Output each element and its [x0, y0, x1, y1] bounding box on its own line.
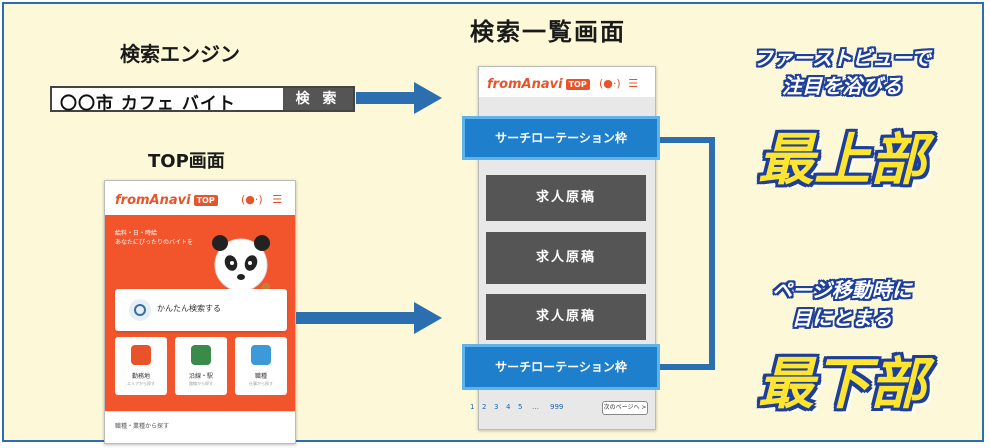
toggle-icon: (●·)	[241, 193, 263, 206]
tile-job-label: 職種	[254, 373, 267, 380]
list-menu-icon: ☰	[628, 77, 639, 90]
tile-line-sub: 路線から探す	[189, 381, 213, 386]
header-icons: (●·) ☰	[241, 193, 282, 206]
tile-line: 沿線・駅 路線から探す	[175, 337, 227, 395]
quick-search-card: かんたん検索する	[115, 289, 287, 331]
search-engine-bar: 〇〇市 カフェ バイト 検 索	[50, 86, 355, 114]
tile-area: 勤務地 エリアから探す	[115, 337, 167, 395]
job-listing-1: 求人原稿	[486, 175, 646, 221]
tile-area-sub: エリアから探す	[127, 381, 155, 386]
page-4: 4	[506, 403, 511, 411]
tile-job: 職種 仕事から探す	[235, 337, 287, 395]
arrow-top-head	[414, 302, 442, 334]
arrow-search-head	[414, 82, 442, 114]
hero-banner: 給料・日・時給 あなたにぴったりのバイトを かんたん検索する	[105, 215, 295, 411]
tile-job-sub: 仕事から探す	[249, 381, 273, 386]
page-3: 3	[494, 403, 499, 411]
map-pin-icon	[131, 345, 151, 365]
category-tiles: 勤務地 エリアから探す 沿線・駅 路線から探す 職種 仕事から探す	[115, 337, 287, 395]
train-icon	[191, 345, 211, 365]
rotation-slot-bottom: サーチローテーション枠	[462, 344, 660, 390]
page-ellipsis: …	[532, 403, 539, 411]
callout-top-big: 最上部	[758, 128, 926, 193]
search-icon	[129, 299, 151, 321]
page-1: 1	[470, 403, 475, 411]
page-999: 999	[550, 403, 564, 411]
search-engine-label: 検索エンジン	[120, 42, 240, 66]
top-screen-label: TOP画面	[148, 151, 225, 172]
bracket-connector	[660, 137, 715, 370]
callout-bottom-big: 最下部	[758, 352, 926, 417]
rotation-slot-top: サーチローテーション枠	[462, 116, 660, 160]
arrow-top-shaft	[296, 312, 416, 324]
pagination: 1 2 3 4 5 … 999 次のページへ >	[464, 400, 654, 416]
hero-text: 給料・日・時給 あなたにぴったりのバイトを	[115, 230, 194, 246]
arrow-search-shaft	[356, 92, 416, 104]
search-button: 検 索	[283, 88, 353, 110]
callout-bottom-lead: ページ移動時に 目にとまる	[772, 278, 912, 330]
tile-area-label: 勤務地	[131, 373, 150, 380]
callout-top-lead: ファーストビューで 注目を浴びる	[753, 46, 931, 98]
menu-icon: ☰	[272, 193, 283, 206]
list-header-icons: (●·) ☰	[599, 77, 638, 90]
page-5: 5	[518, 403, 523, 411]
search-query: 〇〇市 カフェ バイト	[60, 94, 236, 114]
page-2: 2	[482, 403, 487, 411]
top-footer-bar: 職種・業種から探す	[105, 411, 295, 436]
list-screen-label: 検索一覧画面	[470, 18, 626, 46]
job-icon	[251, 345, 271, 365]
next-page-button: 次のページへ >	[602, 401, 648, 415]
top-footer-text: 職種・業種から探す	[115, 423, 170, 430]
tile-line-label: 沿線・駅	[188, 373, 213, 380]
quick-search-label: かんたん検索する	[157, 304, 221, 313]
job-listing-3: 求人原稿	[486, 294, 646, 340]
list-toggle-icon: (●·)	[599, 77, 621, 90]
job-listing-2: 求人原稿	[486, 232, 646, 284]
